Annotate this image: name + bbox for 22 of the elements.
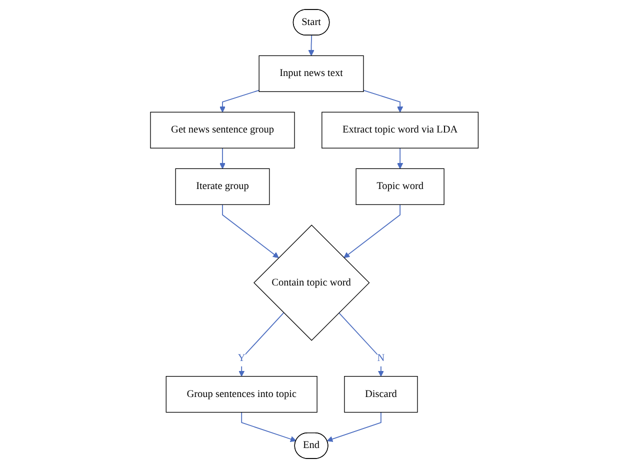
node-box xyxy=(174,168,270,205)
node-box xyxy=(344,376,418,413)
arrow xyxy=(238,312,284,377)
node-box xyxy=(321,112,478,148)
arrow xyxy=(240,412,296,442)
arrow xyxy=(343,204,400,258)
node-diamond xyxy=(253,224,370,341)
node-box xyxy=(355,168,444,205)
node-box xyxy=(258,55,364,92)
arrow xyxy=(338,312,384,377)
arrow xyxy=(219,148,226,169)
edge-label: N xyxy=(376,352,384,364)
arrow xyxy=(219,90,260,112)
node-box xyxy=(150,112,295,148)
arrow xyxy=(222,204,279,258)
edge-label: Y xyxy=(238,352,245,364)
arrow xyxy=(308,35,314,56)
node-box xyxy=(165,376,318,413)
flowchart: Y N Start Input news text Get news sentence group Extract topic word via LDA Iterate group Topic word Contain topic word Group sentences into topic Discard End xyxy=(144,4,484,464)
arrow xyxy=(362,90,403,112)
arrow xyxy=(396,148,403,169)
arrow xyxy=(326,412,382,442)
